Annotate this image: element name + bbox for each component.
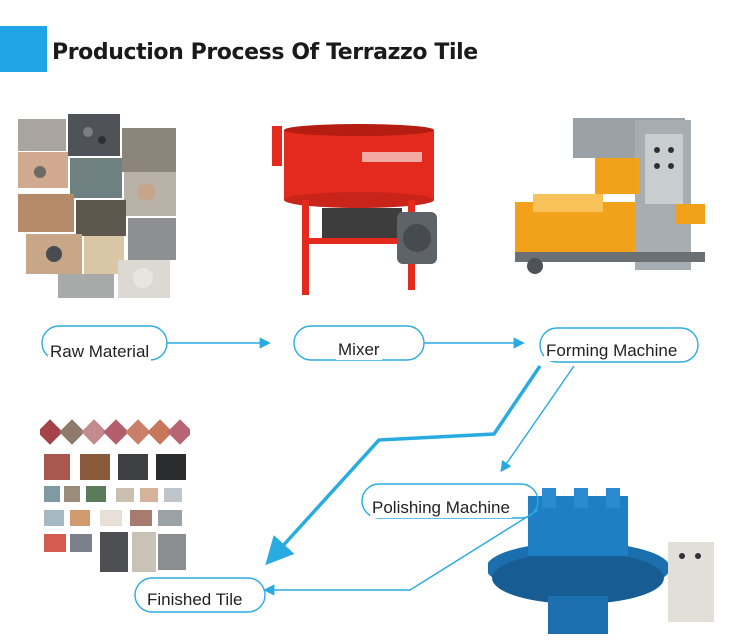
polishing-machine-image <box>488 488 714 634</box>
forming-machine-node-outline <box>539 327 699 363</box>
polishing-machine-node-outline <box>361 483 539 519</box>
finished-tile-image <box>40 419 190 572</box>
forming-machine-label: Forming Machine <box>544 341 680 361</box>
finished-tile-node-outline <box>134 577 266 613</box>
forming-machine-image <box>515 118 705 274</box>
raw-material-label: Raw Material <box>48 342 152 362</box>
arrow-forming-to-polishing <box>500 365 575 473</box>
finished-tile-label: Finished Tile <box>145 590 245 610</box>
mixer-image <box>272 124 437 295</box>
arrow-polishing-to-finished <box>263 509 539 596</box>
mixer-label: Mixer <box>336 340 382 360</box>
mixer-node-outline <box>293 325 425 361</box>
raw-material-image <box>18 114 176 298</box>
page-title: Production Process Of Terrazzo Tile <box>52 40 478 65</box>
polishing-machine-label: Polishing Machine <box>370 498 512 518</box>
arrow-forming-to-finished <box>265 365 542 566</box>
accent-bar <box>0 26 47 72</box>
